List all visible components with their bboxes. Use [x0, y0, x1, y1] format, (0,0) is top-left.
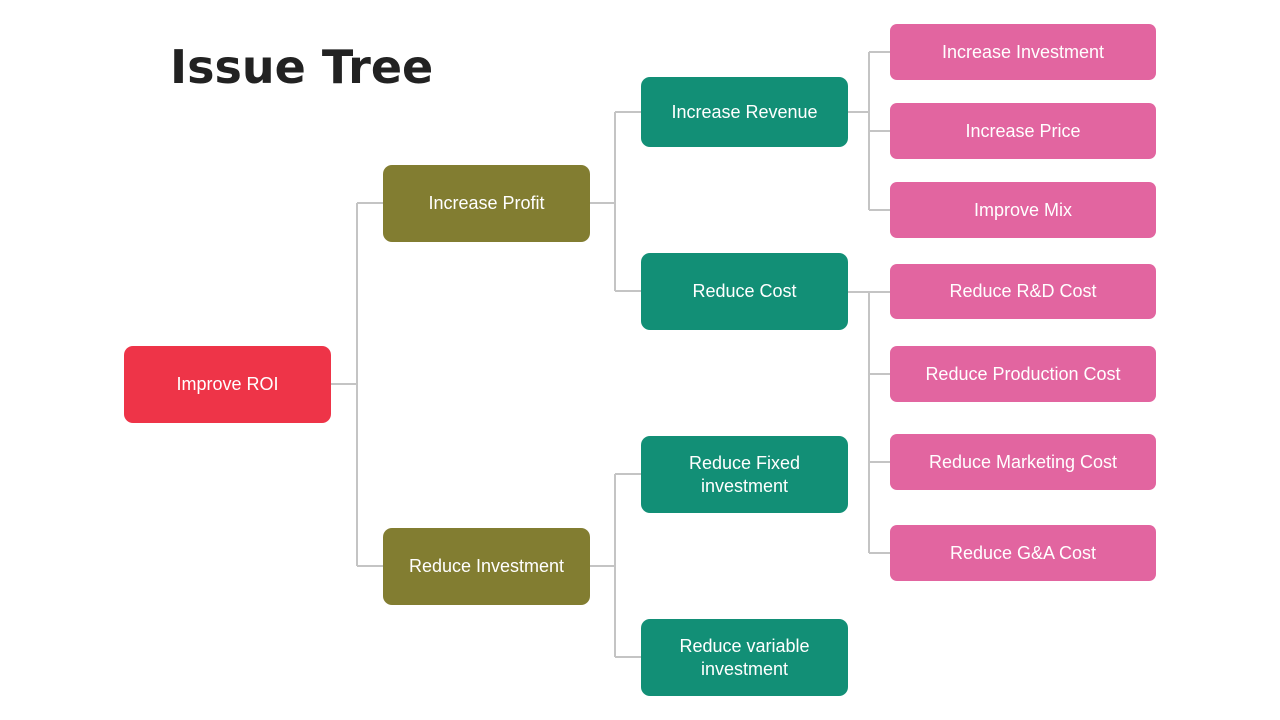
- node-reduce-variable-investment: Reduce variable investment: [641, 619, 848, 696]
- node-label: Reduce R&D Cost: [949, 281, 1097, 301]
- node-reduce-investment: Reduce Investment: [383, 528, 590, 605]
- node-reduce-rd-cost: Reduce R&D Cost: [890, 264, 1156, 319]
- node-label: Increase Revenue: [671, 101, 818, 122]
- node-label-line-2: investment: [700, 658, 789, 679]
- node-label: Increase Investment: [941, 41, 1105, 62]
- node-improve-roi: Improve ROI: [124, 346, 331, 423]
- node-reduce-cost: Reduce Cost: [641, 253, 848, 330]
- node-increase-price: Increase Price: [890, 103, 1156, 159]
- node-label: Improve ROI: [176, 374, 279, 394]
- node-reduce-marketing-cost: Reduce Marketing Cost: [890, 434, 1156, 490]
- node-label: Increase Profit: [428, 193, 545, 213]
- node-increase-profit: Increase Profit: [383, 165, 590, 242]
- node-label-line-1: Reduce Fixed: [688, 452, 801, 473]
- node-label-line-2: investment: [700, 475, 789, 496]
- node-label: Increase Price: [965, 120, 1081, 141]
- node-increase-revenue: Increase Revenue: [641, 77, 848, 147]
- node-label: Reduce G&A Cost: [949, 542, 1097, 563]
- node-label: Reduce Investment: [408, 556, 565, 576]
- node-label: Reduce Production Cost: [925, 363, 1121, 384]
- node-label: Reduce Cost: [692, 281, 797, 301]
- node-reduce-fixed-investment: Reduce Fixed investment: [641, 436, 848, 513]
- node-reduce-ga-cost: Reduce G&A Cost: [890, 525, 1156, 581]
- node-reduce-production-cost: Reduce Production Cost: [890, 346, 1156, 402]
- node-label: Improve Mix: [973, 199, 1072, 220]
- node-increase-investment: Increase Investment: [890, 24, 1156, 80]
- node-improve-mix: Improve Mix: [890, 182, 1156, 238]
- node-label-line-1: Reduce variable: [679, 635, 810, 656]
- page-title: Issue Tree: [170, 40, 434, 94]
- node-label: Reduce Marketing Cost: [928, 451, 1118, 472]
